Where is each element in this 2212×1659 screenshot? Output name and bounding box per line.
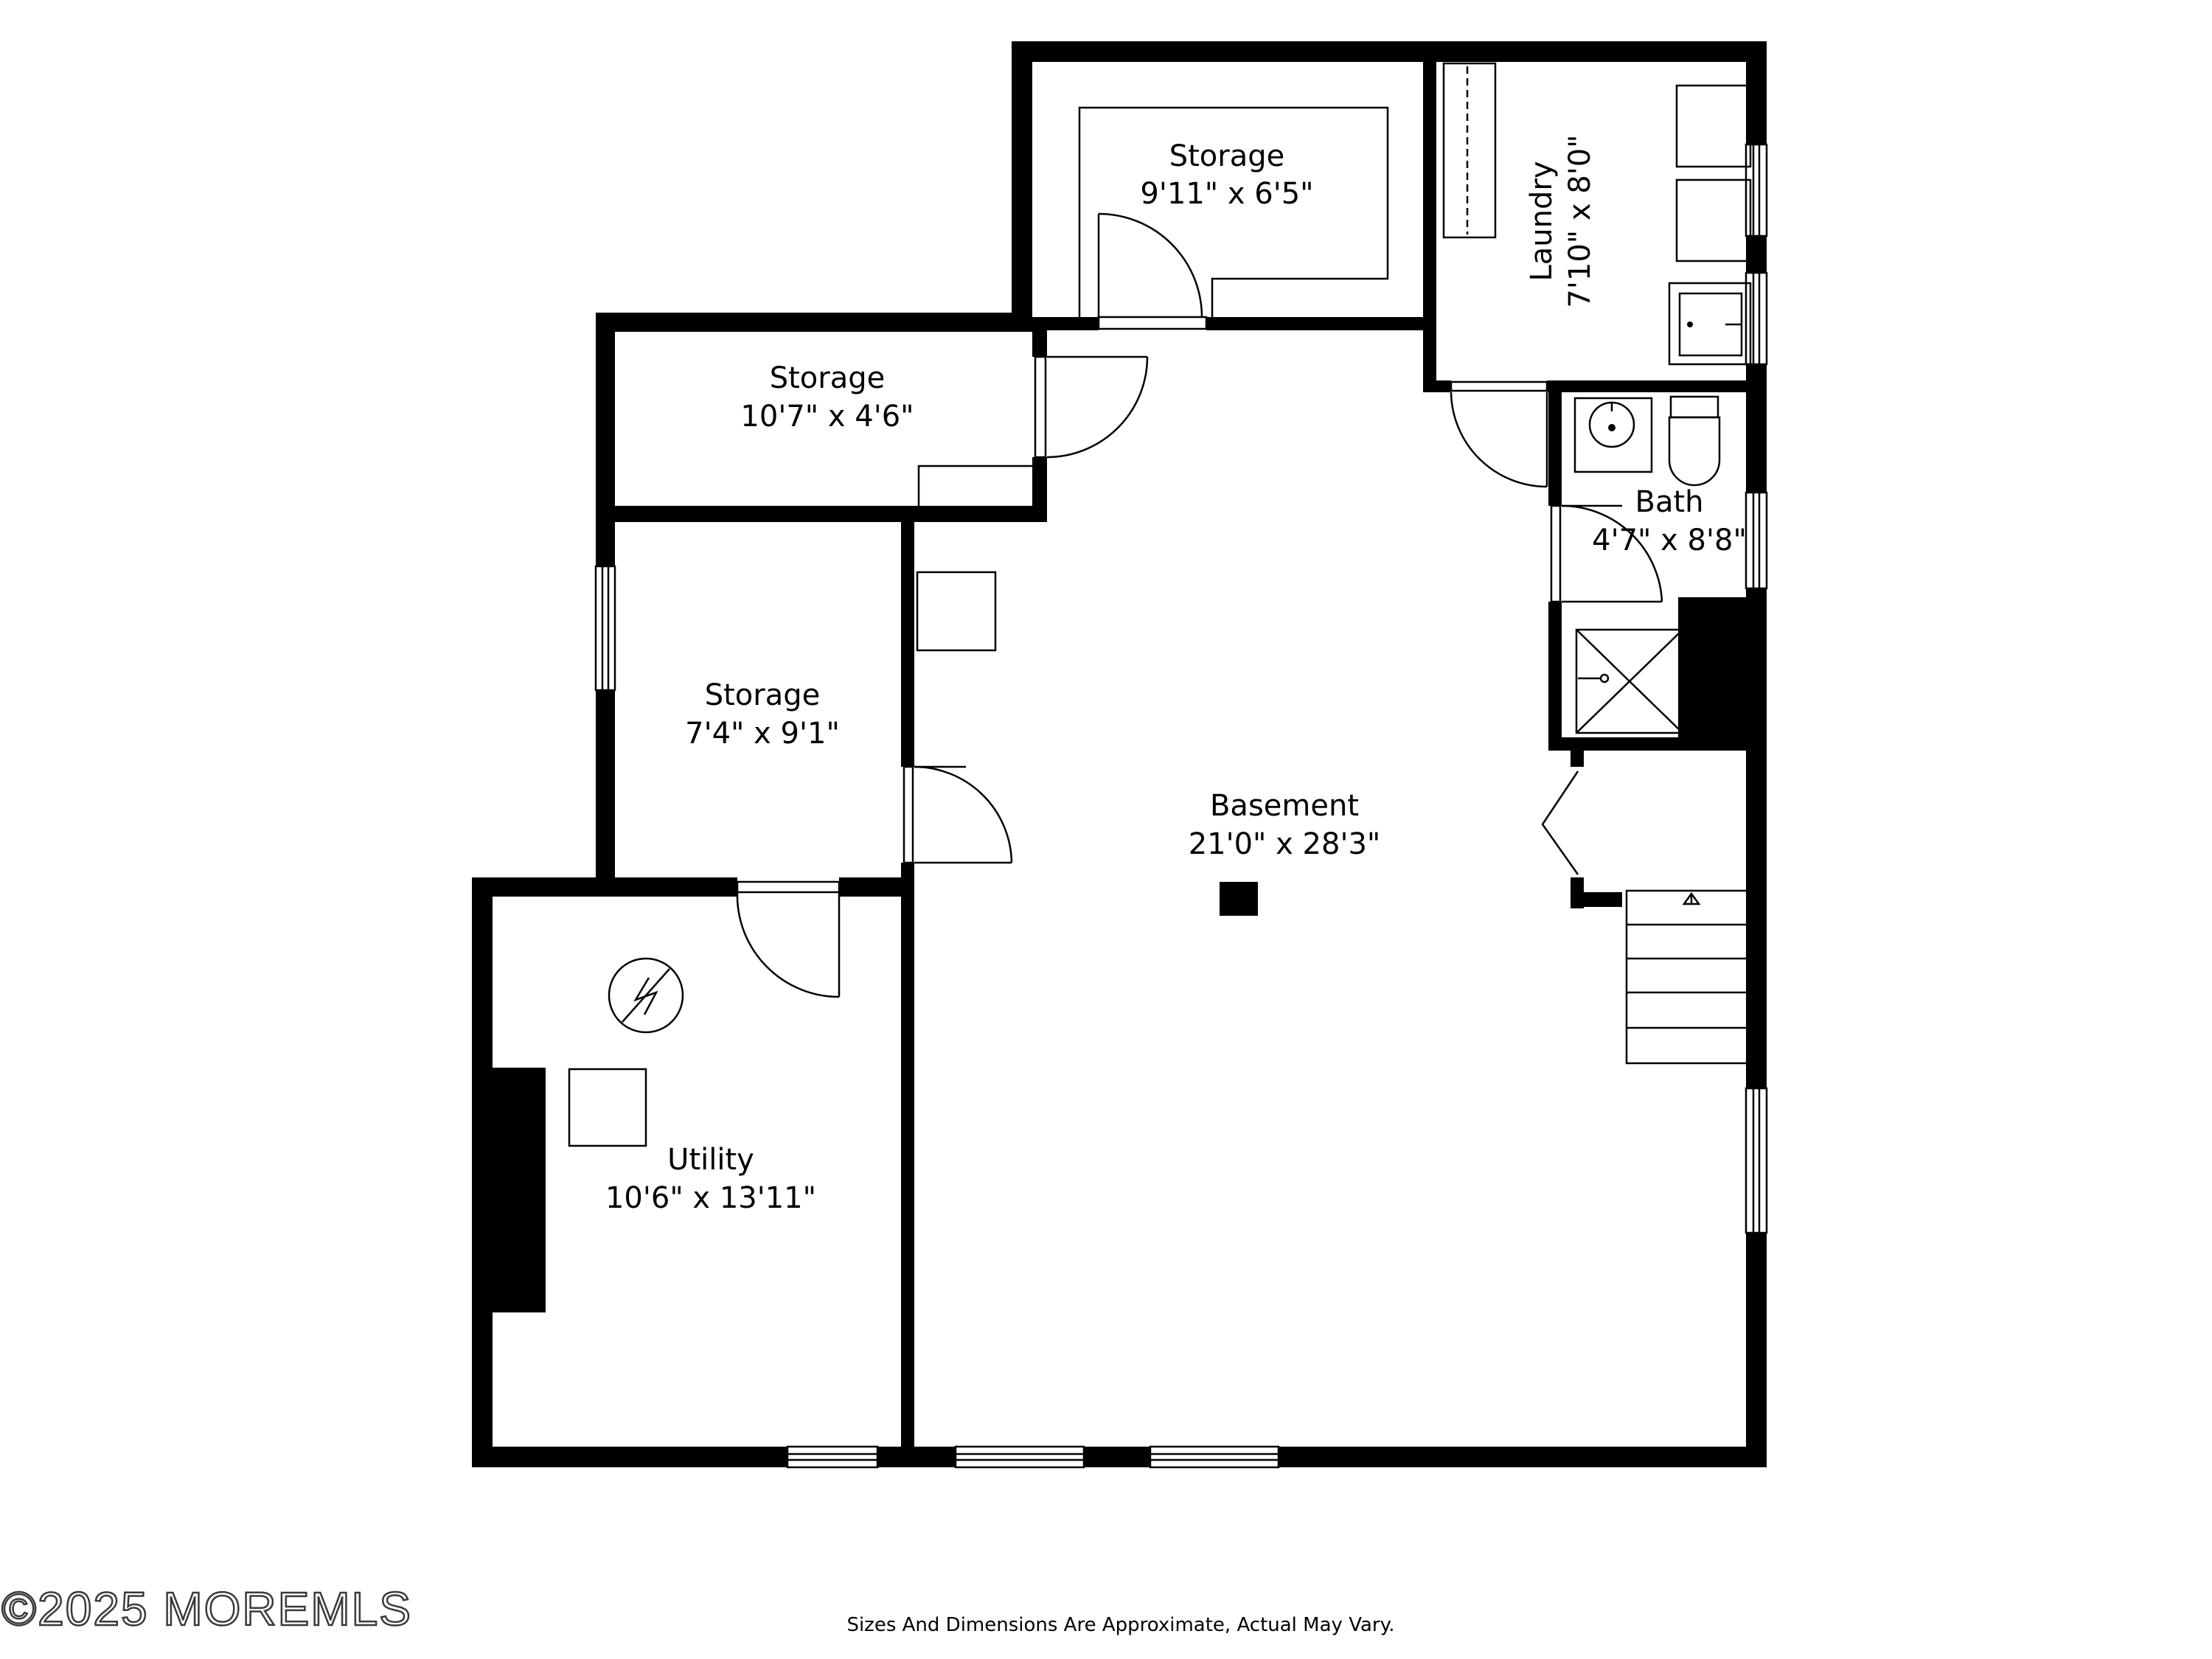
basement-name: Basement bbox=[1210, 789, 1359, 823]
storage-top-dims: 9'11" x 6'5" bbox=[1140, 177, 1313, 211]
windows bbox=[594, 143, 1768, 1469]
storage-left-name: Storage bbox=[705, 678, 821, 712]
storage-mid-name: Storage bbox=[770, 361, 886, 395]
basement-dims: 21'0" x 28'3" bbox=[1189, 827, 1381, 861]
washer bbox=[1675, 84, 1752, 168]
utility-name: Utility bbox=[667, 1143, 754, 1177]
disclaimer: Sizes And Dimensions Are Approximate, Ac… bbox=[846, 1614, 1394, 1636]
toilet bbox=[1669, 395, 1719, 419]
fixtures bbox=[568, 62, 1752, 1147]
room-labels: Storage 9'11" x 6'5" Laundry 7'10" x 8'0… bbox=[605, 134, 1747, 1215]
dryer bbox=[1675, 178, 1752, 262]
bath-dims: 4'7" x 8'8" bbox=[1592, 524, 1747, 557]
laundry-sink bbox=[1668, 282, 1752, 366]
utility-dims: 10'6" x 13'11" bbox=[605, 1181, 816, 1215]
doors bbox=[736, 212, 1663, 998]
shower bbox=[1575, 628, 1684, 734]
laundry-name: Laundry bbox=[1525, 161, 1559, 281]
storage-mid-dims: 10'7" x 4'6" bbox=[740, 400, 914, 434]
water-heater bbox=[608, 957, 684, 1034]
storage-left-dims: 7'4" x 9'1" bbox=[685, 717, 840, 751]
stairs bbox=[1625, 889, 1749, 1065]
storage-top-name: Storage bbox=[1169, 139, 1285, 173]
laundry-dims: 7'10" x 8'0" bbox=[1563, 134, 1597, 307]
watermark: ©2025 MOREMLS bbox=[1, 1582, 412, 1635]
bath-sink bbox=[1573, 397, 1653, 473]
laundry-shelf bbox=[1442, 62, 1497, 239]
furnace bbox=[568, 1068, 647, 1147]
bath-name: Bath bbox=[1635, 485, 1704, 519]
